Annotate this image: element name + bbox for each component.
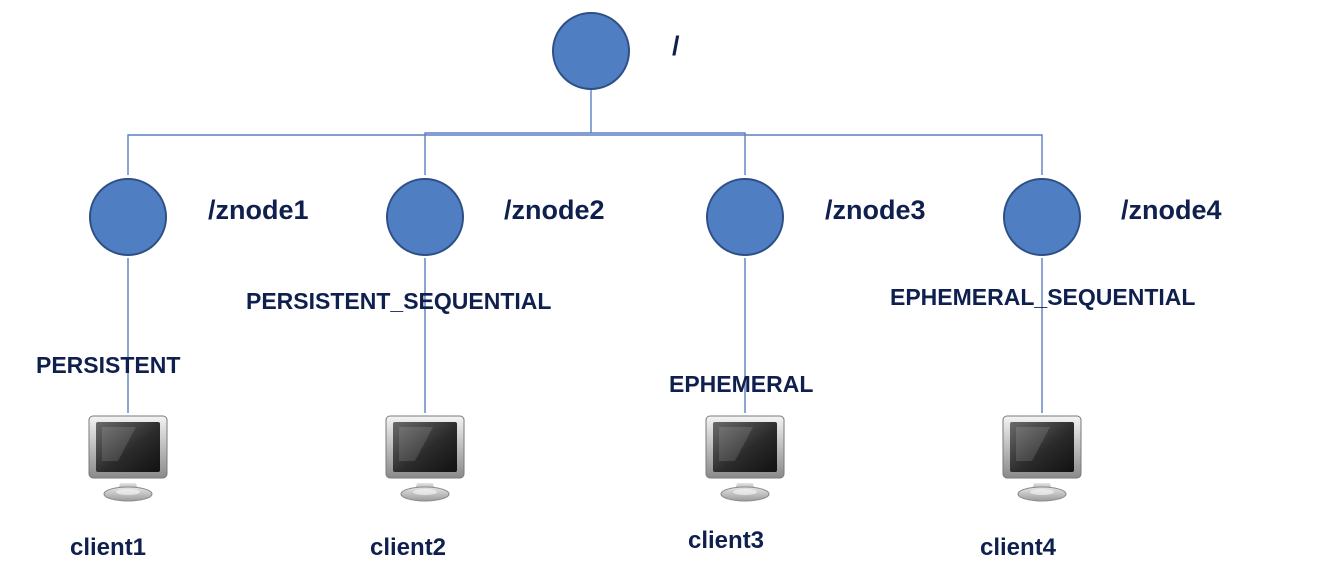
znode1-node: [89, 178, 167, 256]
tree-edges: [127, 90, 1043, 413]
znode3-label: /znode3: [825, 195, 926, 225]
root-label: /: [672, 31, 680, 61]
monitor-icon: [1002, 415, 1082, 502]
client2-label: client2: [370, 534, 446, 561]
znode4-label: /znode4: [1121, 195, 1222, 225]
znode2-mode-label: PERSISTENT_SEQUENTIAL: [246, 288, 551, 314]
client3-label: client3: [688, 527, 764, 554]
monitor-icon: [88, 415, 168, 502]
monitor-icon: [705, 415, 785, 502]
znode4-mode-label: EPHEMERAL_SEQUENTIAL: [890, 284, 1195, 310]
znode3-mode-label: EPHEMERAL: [669, 371, 813, 397]
edge-bus-right: [591, 134, 1043, 175]
znode1-label: /znode1: [208, 195, 309, 225]
edge-bus-znode2: [424, 132, 591, 175]
monitor-icon: [385, 415, 465, 502]
edge-bus-left: [127, 134, 591, 175]
root-node: [552, 12, 630, 90]
znode4-node: [1003, 178, 1081, 256]
edge-bus-znode3: [591, 132, 746, 175]
client1-label: client1: [70, 534, 146, 561]
client4-label: client4: [980, 534, 1057, 561]
znode2-label: /znode2: [504, 195, 605, 225]
znode3-node: [706, 178, 784, 256]
znode1-mode-label: PERSISTENT: [36, 352, 180, 378]
znode2-node: [386, 178, 464, 256]
